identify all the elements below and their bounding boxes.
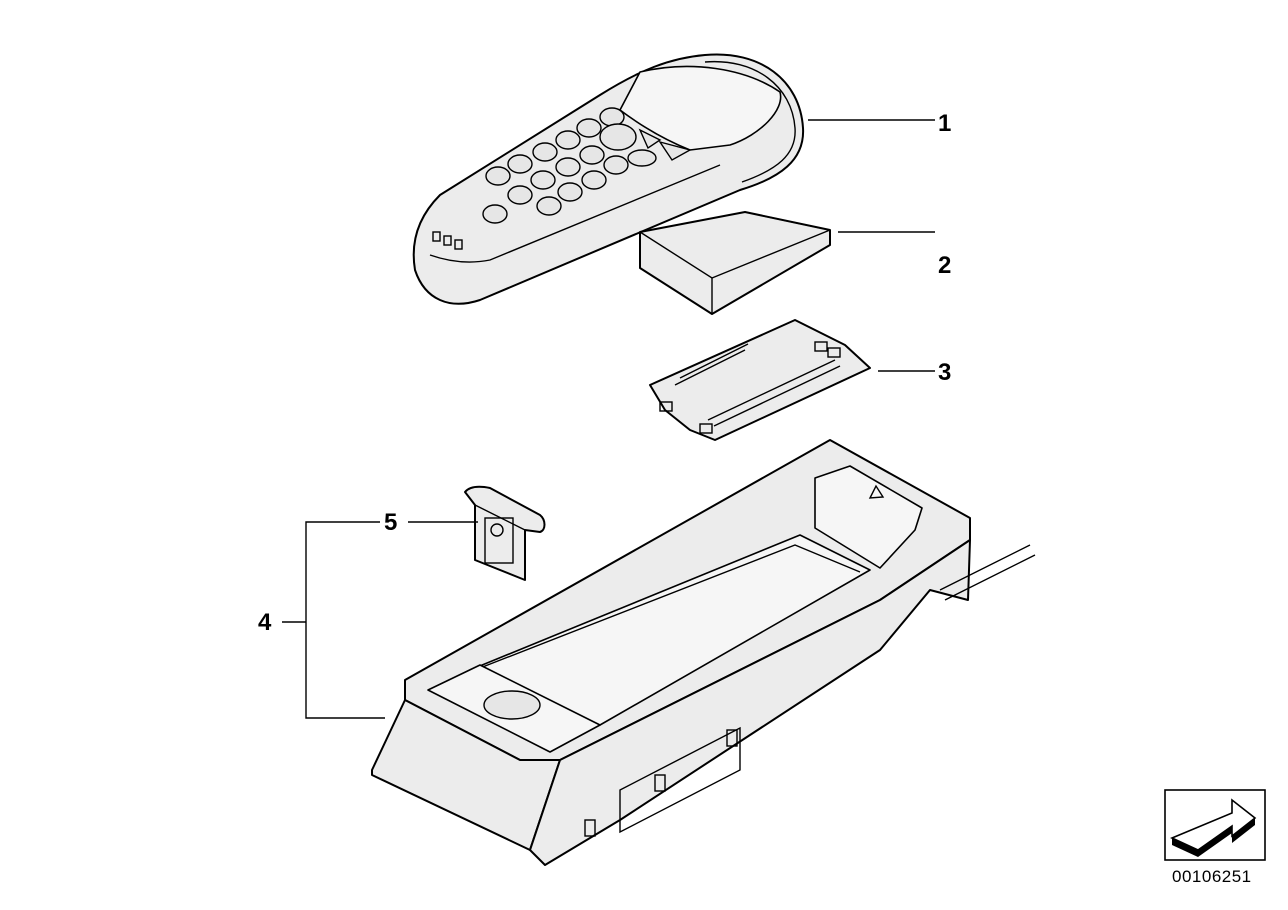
battery	[639, 211, 831, 315]
keypad	[482, 107, 692, 224]
callout-5: 5	[384, 509, 397, 536]
callout-1: 1	[938, 110, 951, 137]
cradle-console	[371, 439, 1036, 866]
reference-number: 00106251	[1172, 867, 1252, 886]
arrow-icon	[1170, 798, 1257, 857]
handset	[412, 53, 805, 305]
clip	[464, 485, 546, 581]
battery-cover	[649, 319, 871, 441]
callout-4: 4	[258, 609, 272, 636]
callout-3: 3	[938, 359, 951, 386]
callout-2: 2	[938, 252, 951, 279]
reference-box	[1164, 789, 1266, 861]
leader-lines	[282, 119, 935, 719]
